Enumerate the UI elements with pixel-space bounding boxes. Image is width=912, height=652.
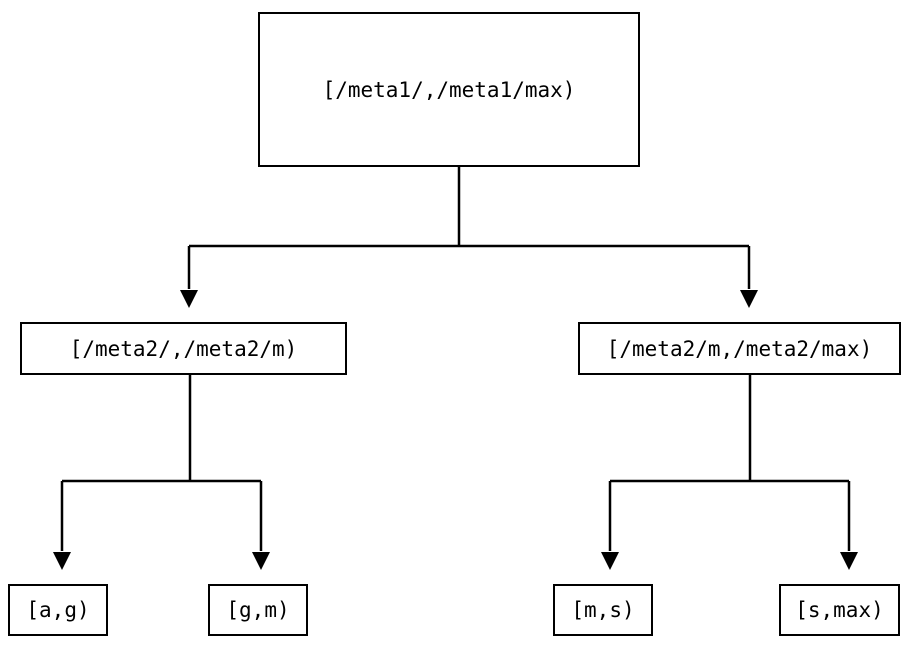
node-leaf-a-g-label: [a,g) bbox=[26, 598, 90, 622]
arrowhead-mid-right-to-leaf4 bbox=[840, 552, 858, 570]
node-leaf-s-max[interactable]: [s,max) bbox=[779, 584, 900, 636]
arrowhead-mid-left-to-leaf2 bbox=[252, 552, 270, 570]
edge-root-to-mid-group bbox=[180, 167, 758, 308]
edge-mid-left-to-leaves-group bbox=[53, 375, 270, 570]
node-leaf-a-g[interactable]: [a,g) bbox=[8, 584, 108, 636]
arrowhead-root-to-mid-left bbox=[180, 290, 198, 308]
node-mid-right-label: [/meta2/m,/meta2/max) bbox=[606, 336, 873, 361]
node-leaf-m-s[interactable]: [m,s) bbox=[553, 584, 653, 636]
node-mid-left[interactable]: [/meta2/,/meta2/m) bbox=[20, 322, 347, 375]
node-leaf-m-s-label: [m,s) bbox=[571, 598, 635, 622]
edge-mid-right-to-leaves-group bbox=[601, 375, 858, 570]
node-root[interactable]: [/meta1/,/meta1/max) bbox=[258, 12, 640, 167]
node-leaf-g-m[interactable]: [g,m) bbox=[208, 584, 308, 636]
arrowhead-root-to-mid-right bbox=[740, 290, 758, 308]
node-leaf-g-m-label: [g,m) bbox=[226, 598, 290, 622]
node-mid-left-label: [/meta2/,/meta2/m) bbox=[69, 336, 298, 361]
arrowhead-mid-right-to-leaf3 bbox=[601, 552, 619, 570]
node-root-label: [/meta1/,/meta1/max) bbox=[322, 77, 576, 102]
node-leaf-s-max-label: [s,max) bbox=[795, 598, 884, 622]
arrowhead-mid-left-to-leaf1 bbox=[53, 552, 71, 570]
node-mid-right[interactable]: [/meta2/m,/meta2/max) bbox=[578, 322, 901, 375]
